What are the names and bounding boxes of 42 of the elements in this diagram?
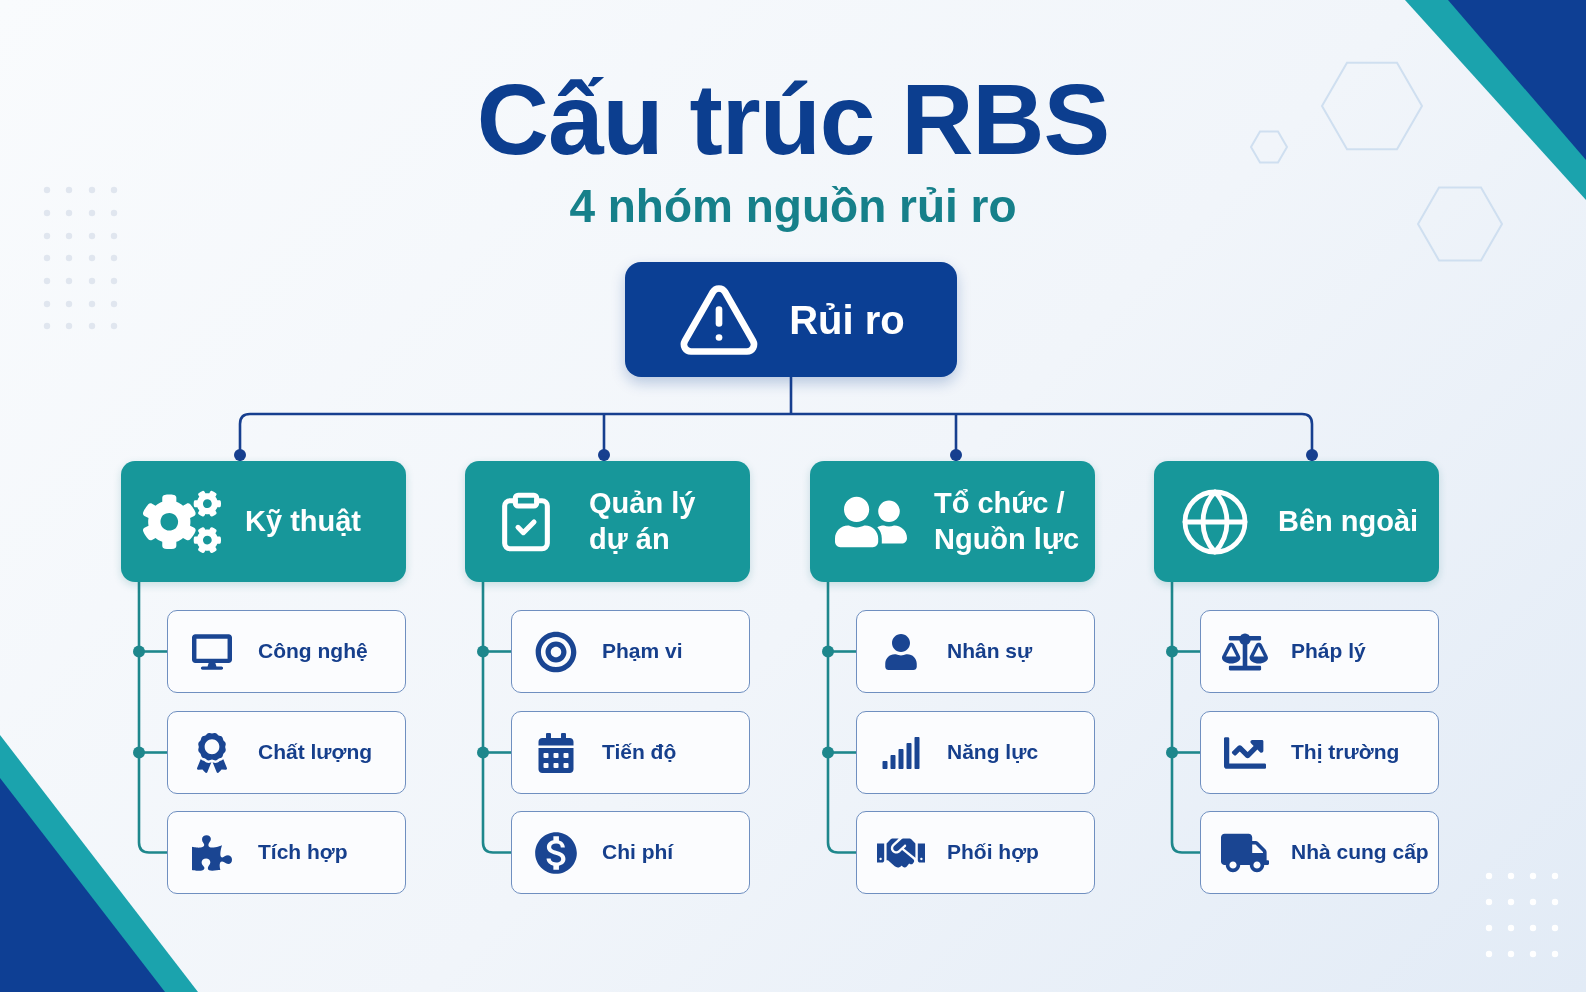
item-card [856, 811, 1095, 894]
connector-line [791, 412, 956, 416]
category-title: Bên ngoài [1278, 503, 1420, 539]
category-title: Kỹ thuật [245, 503, 362, 539]
root-label: Rủi ro [789, 296, 905, 344]
category-box [465, 461, 750, 582]
item-label: Chất lượng [258, 739, 373, 766]
item-label: Chi phí [602, 839, 674, 866]
item-label: Thị trường [1291, 739, 1400, 766]
item-card [1200, 811, 1439, 894]
item-label: Tích hợp [258, 839, 348, 866]
item-label: Tiến độ [602, 739, 677, 766]
root-box [625, 262, 957, 377]
item-card [511, 610, 750, 693]
item-card [856, 610, 1095, 693]
category-title: Quản lý dự án [589, 486, 697, 557]
item-label: Công nghệ [258, 638, 368, 665]
category-box [810, 461, 1095, 582]
item-card [167, 711, 406, 794]
item-card [1200, 711, 1439, 794]
item-card [511, 811, 750, 894]
connector-line [789, 377, 793, 414]
item-label: Nhà cung cấp [1291, 839, 1429, 866]
connector-line [950, 414, 962, 461]
item-label: Năng lực [947, 739, 1039, 766]
item-card [167, 811, 406, 894]
connector-line [598, 414, 610, 461]
item-label: Phối hợp [947, 839, 1039, 866]
connector-line [234, 412, 604, 461]
connector-line [956, 412, 1318, 461]
item-card [1200, 610, 1439, 693]
item-label: Nhân sự [947, 638, 1033, 665]
category-box [1154, 461, 1439, 582]
item-card [167, 610, 406, 693]
item-label: Phạm vi [602, 638, 683, 665]
category-box [121, 461, 406, 582]
connector-line [604, 412, 791, 416]
item-card [856, 711, 1095, 794]
item-card [511, 711, 750, 794]
item-label: Pháp lý [1291, 638, 1366, 665]
category-title: Tổ chức / Nguồn lực [934, 486, 1081, 557]
page-title: Cấu trúc RBS [476, 69, 1110, 169]
